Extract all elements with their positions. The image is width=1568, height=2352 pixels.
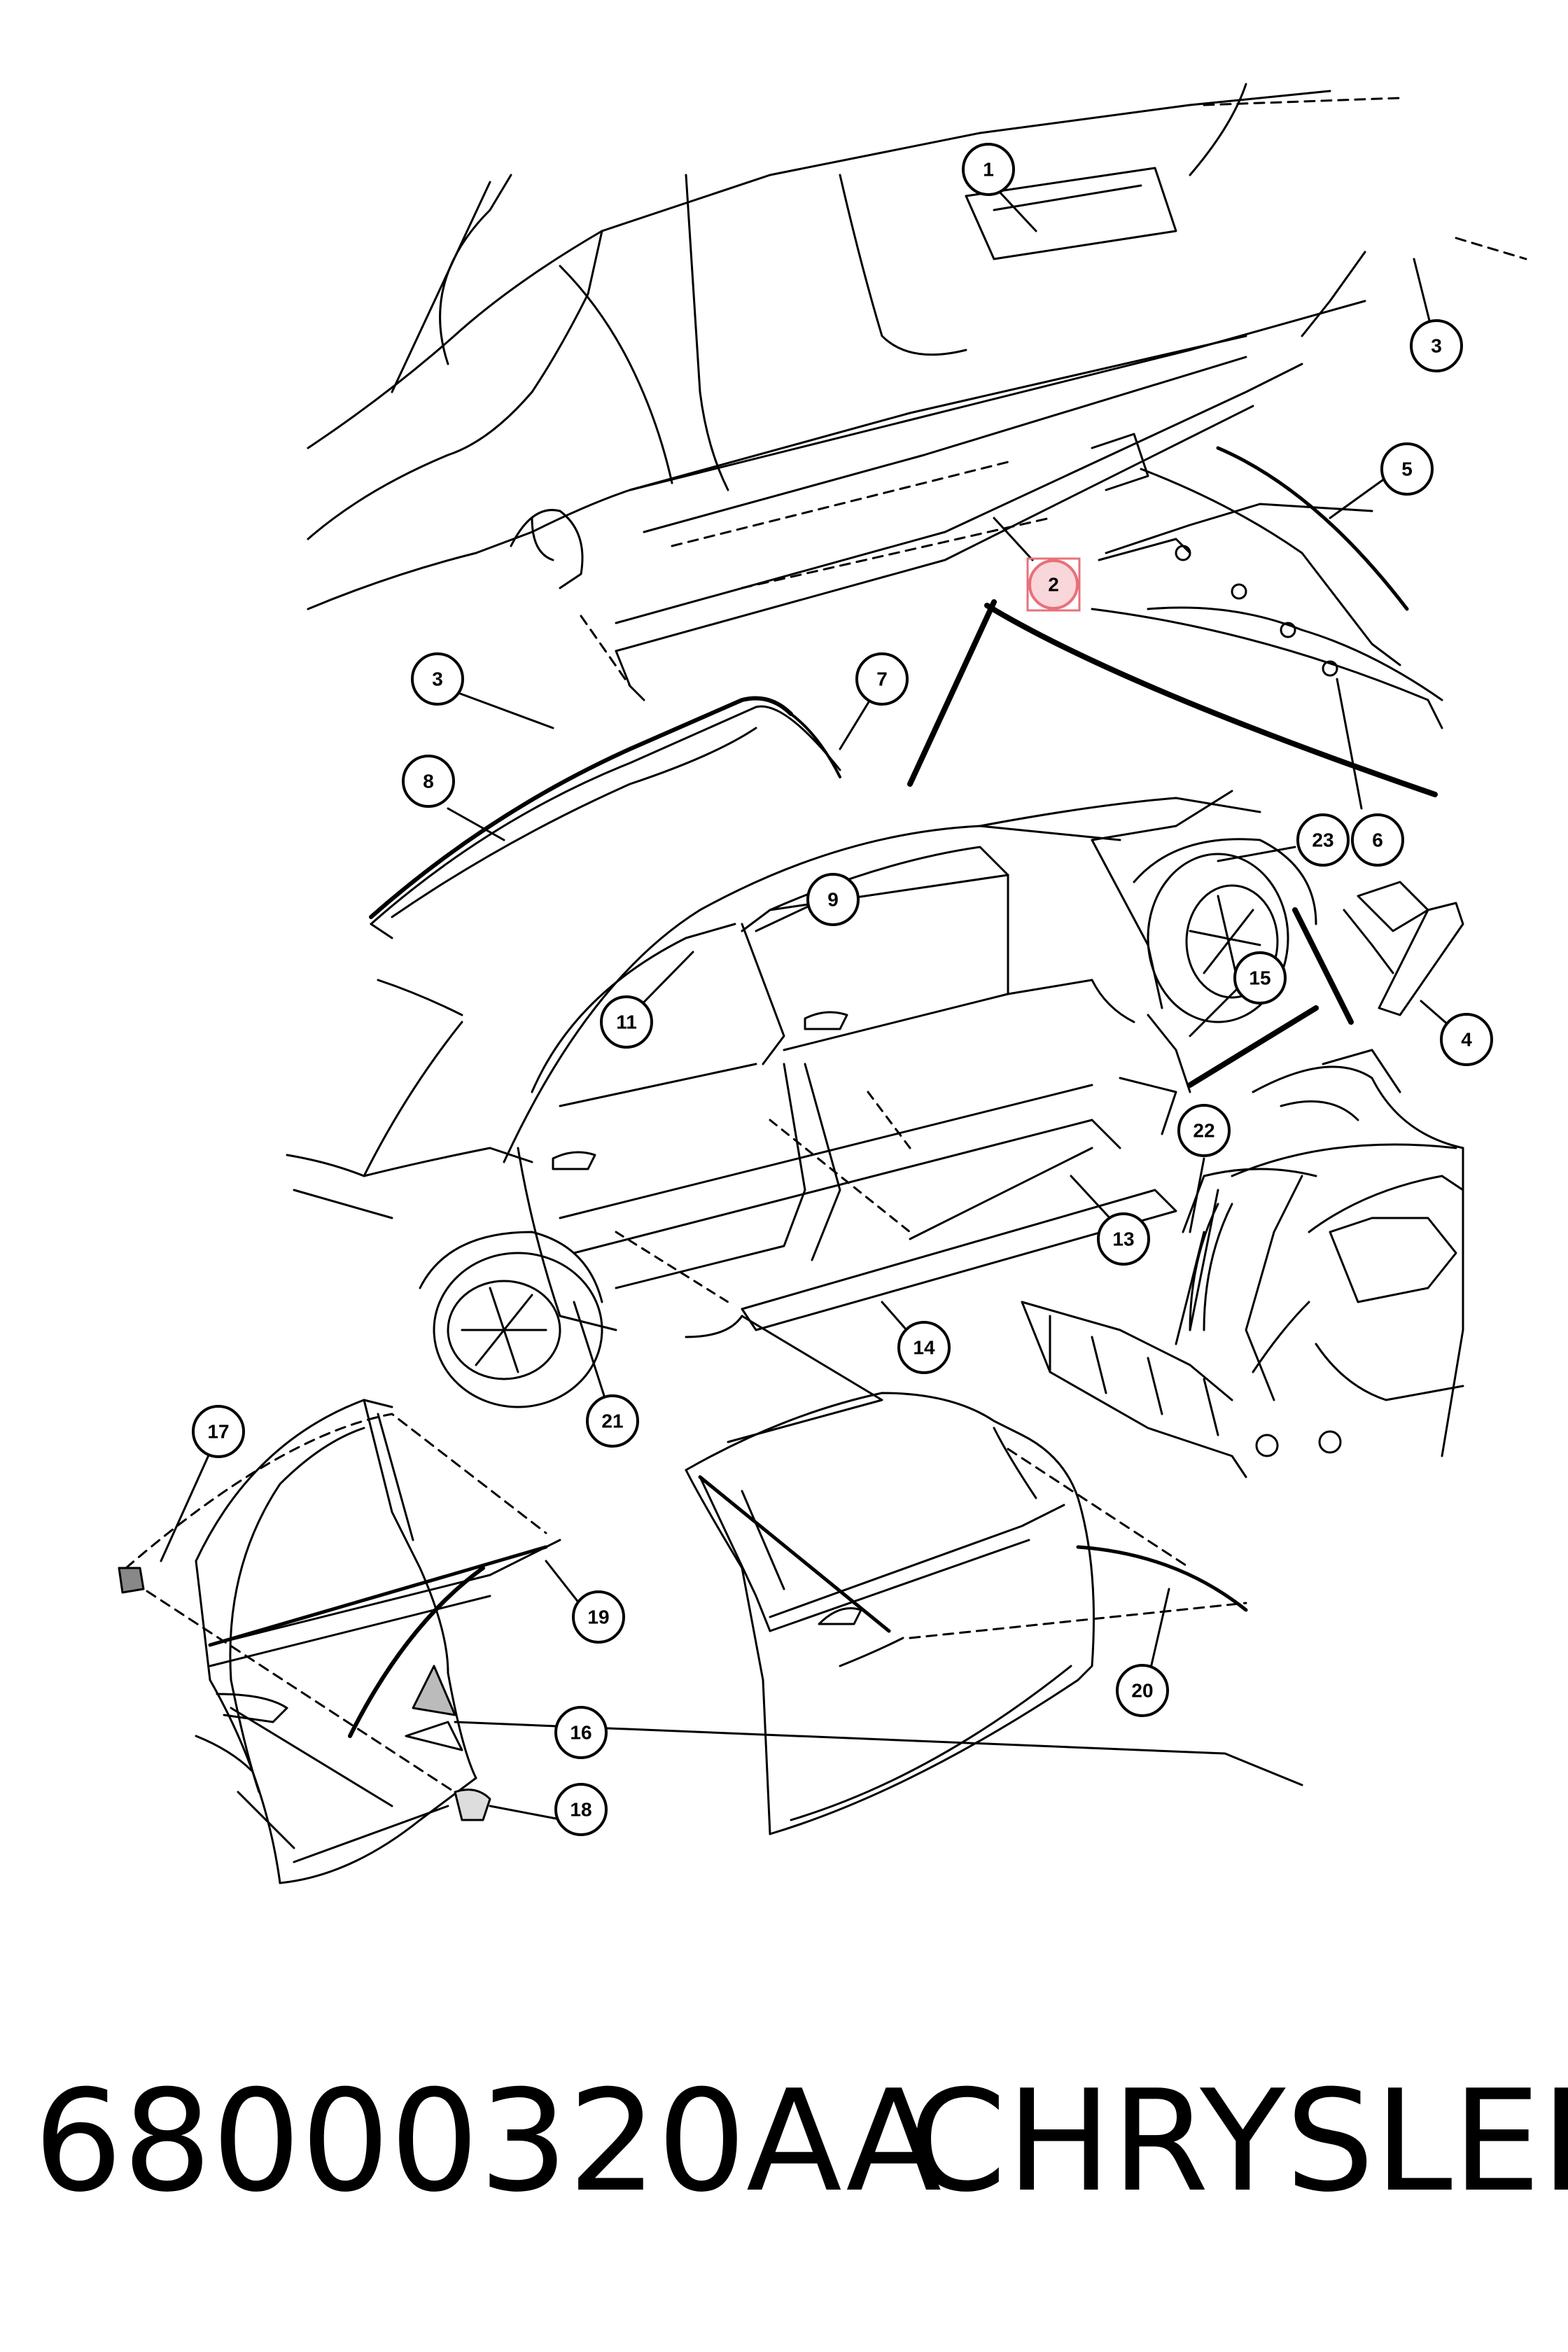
- leader-dashes: [580, 97, 1527, 687]
- svg-text:5: 5: [1401, 458, 1413, 480]
- car-side-illustration: [286, 705, 1317, 1443]
- svg-text:18: 18: [570, 1799, 592, 1821]
- svg-text:3: 3: [1431, 335, 1442, 357]
- callout-18[interactable]: 18: [554, 1783, 608, 1836]
- callout-6[interactable]: 6: [1351, 813, 1404, 867]
- part-18-clip: [454, 1788, 491, 1821]
- part-number: 68000320AA: [34, 2060, 942, 2223]
- callout-13[interactable]: 13: [1097, 1212, 1150, 1266]
- part-16-applique: [412, 1665, 456, 1716]
- rear-door-illustration: [195, 1399, 561, 1884]
- callout-5[interactable]: 5: [1380, 442, 1434, 496]
- part-20-seal: [1076, 1545, 1248, 1612]
- fender-edge-line: [984, 603, 1438, 797]
- brand-name: CHRYSLER: [909, 2060, 1568, 2223]
- svg-text:9: 9: [827, 889, 839, 911]
- svg-text:6: 6: [1372, 830, 1383, 851]
- svg-text:19: 19: [587, 1606, 609, 1628]
- callout-9[interactable]: 9: [806, 873, 860, 926]
- svg-text:4: 4: [1461, 1029, 1472, 1051]
- callout-20[interactable]: 20: [1116, 1664, 1169, 1717]
- svg-text:3: 3: [432, 668, 443, 690]
- svg-text:22: 22: [1193, 1120, 1214, 1142]
- callout-22[interactable]: 22: [1177, 1104, 1231, 1157]
- rear-quarter-illustration: [1021, 1049, 1464, 1478]
- callout-7[interactable]: 7: [855, 652, 909, 706]
- svg-text:2: 2: [1048, 574, 1059, 596]
- callout-14[interactable]: 14: [897, 1321, 951, 1374]
- svg-text:13: 13: [1112, 1228, 1134, 1250]
- leader-lines: [160, 188, 1461, 1821]
- callout-11[interactable]: 11: [600, 995, 653, 1049]
- callout-23[interactable]: 23: [1296, 813, 1350, 867]
- svg-text:1: 1: [983, 159, 994, 181]
- part-8-roof-rail: [369, 696, 793, 919]
- svg-text:23: 23: [1312, 830, 1334, 851]
- part-19-seal: [348, 1566, 485, 1738]
- callout-17[interactable]: 17: [192, 1405, 245, 1458]
- svg-text:17: 17: [207, 1421, 229, 1443]
- svg-text:8: 8: [423, 771, 434, 792]
- callout-3-top[interactable]: 3: [1410, 319, 1463, 372]
- callout-15[interactable]: 15: [1233, 951, 1287, 1004]
- callout-3-left[interactable]: 3: [411, 652, 464, 706]
- svg-text:7: 7: [876, 668, 888, 690]
- callout-4[interactable]: 4: [1440, 1013, 1493, 1066]
- front-door-illustration: [685, 1392, 1095, 1835]
- svg-text:15: 15: [1249, 967, 1270, 989]
- svg-text:14: 14: [913, 1337, 935, 1359]
- svg-text:21: 21: [601, 1410, 623, 1432]
- part-5-moulding: [1216, 446, 1409, 611]
- callout-2[interactable]: 2: [1026, 557, 1081, 612]
- callout-16[interactable]: 16: [554, 1706, 608, 1759]
- svg-text:16: 16: [570, 1722, 592, 1744]
- callout-19[interactable]: 19: [572, 1590, 625, 1644]
- part-4-mirror: [1343, 881, 1464, 1016]
- svg-text:20: 20: [1131, 1680, 1153, 1702]
- body-side-illustration: [307, 83, 1443, 701]
- callout-8[interactable]: 8: [402, 755, 455, 808]
- svg-text:11: 11: [616, 1011, 637, 1033]
- callout-1[interactable]: 1: [962, 143, 1015, 196]
- callout-21[interactable]: 21: [586, 1394, 639, 1448]
- part-17-clip: [118, 1567, 145, 1594]
